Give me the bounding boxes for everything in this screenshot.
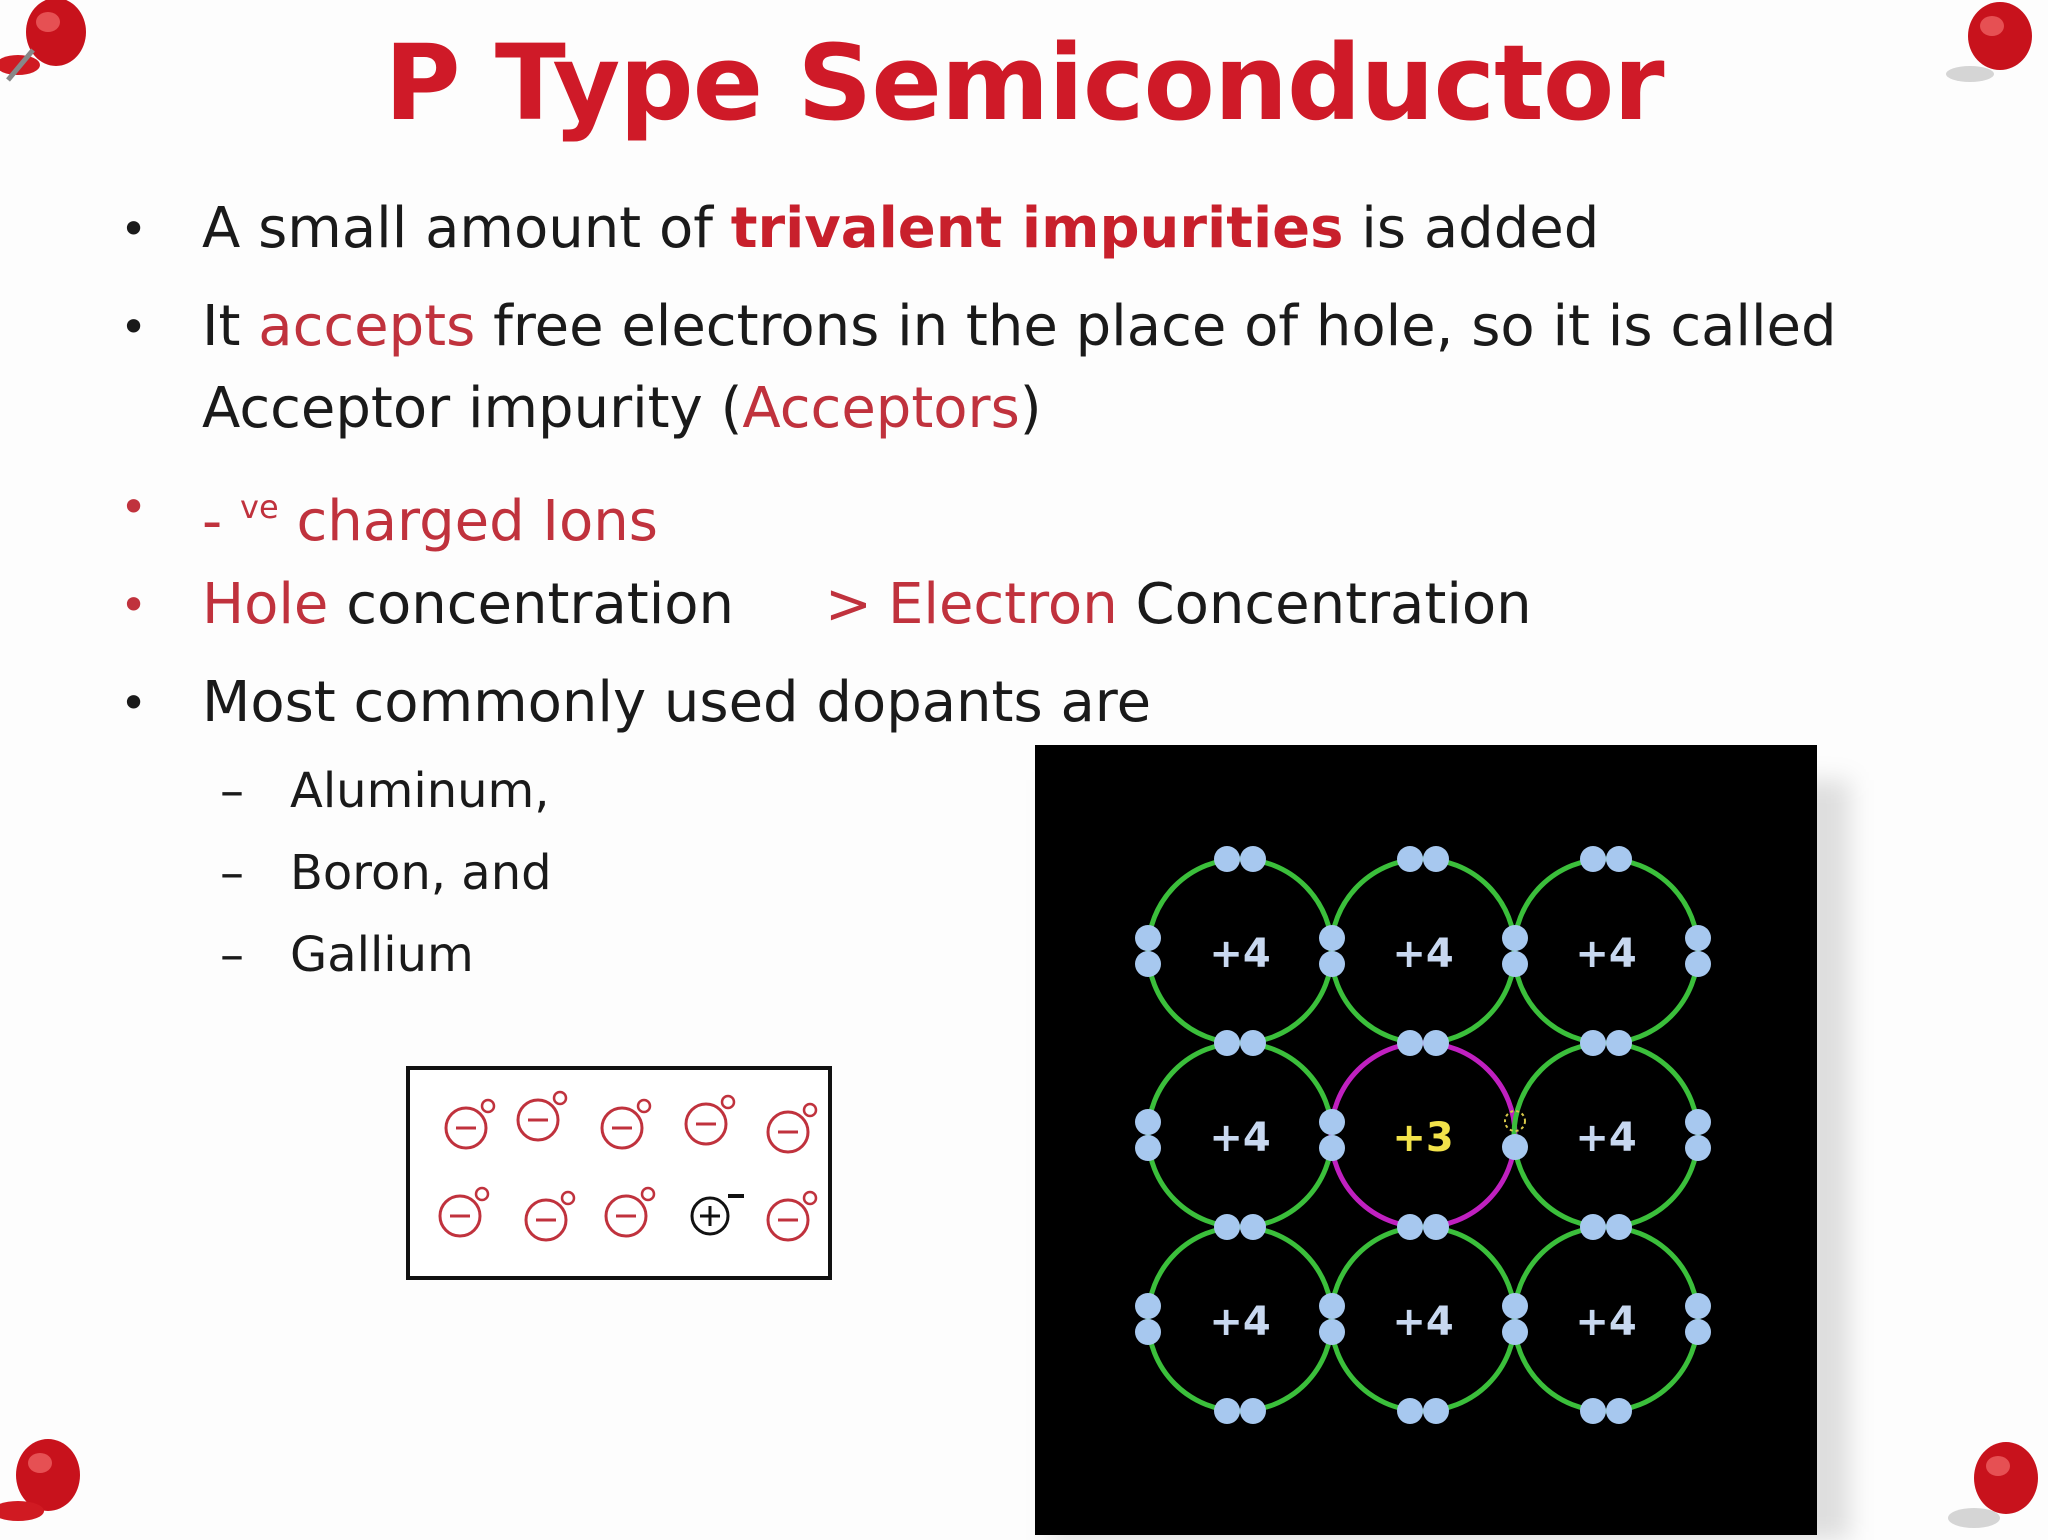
- electron-dot: [1135, 1319, 1161, 1345]
- electron-dot: [1502, 951, 1528, 977]
- electron-dot: [1685, 951, 1711, 977]
- electron-dot: [1135, 1109, 1161, 1135]
- electron-dot: [1319, 1109, 1345, 1135]
- negative-ion: [766, 1102, 818, 1154]
- electron-dot: [1580, 1398, 1606, 1424]
- crystal-lattice-diagram: +4 +4 +4 +4 +3 +4 +4 +4 +4: [1035, 745, 1817, 1535]
- bullet-dot: •: [120, 578, 148, 632]
- negative-ion: [600, 1098, 652, 1150]
- atom-charge-label: +4: [1575, 1299, 1636, 1345]
- electron-dot: [1685, 1135, 1711, 1161]
- electron-dot: [1423, 846, 1449, 872]
- electron-dot: [1685, 1319, 1711, 1345]
- atom-charge-label: +3: [1392, 1115, 1453, 1161]
- electron-dot: [1423, 1214, 1449, 1240]
- atom-charge-label: +4: [1392, 1299, 1453, 1345]
- electron-dot: [1240, 1030, 1266, 1056]
- negative-ion: [438, 1186, 490, 1238]
- bullet-dot: •: [120, 480, 148, 534]
- electron-dot: [1397, 1398, 1423, 1424]
- electron-dot: [1423, 1030, 1449, 1056]
- highlight-acceptors: Acceptors: [742, 376, 1020, 441]
- ion-diagram: [406, 1066, 832, 1280]
- dopant-item: –Gallium: [220, 927, 474, 983]
- pushpin-icon: [0, 1415, 108, 1535]
- atom-charge-label: +4: [1209, 931, 1270, 977]
- electron-dot: [1502, 1319, 1528, 1345]
- atom-charge-label: +4: [1575, 1115, 1636, 1161]
- bullet-dot: •: [120, 300, 148, 354]
- electron-dot: [1580, 846, 1606, 872]
- atom-charge-label: +4: [1575, 931, 1636, 977]
- negative-ion: [516, 1090, 568, 1142]
- bullet-dot: •: [120, 202, 148, 256]
- slide-title: P Type Semiconductor: [384, 22, 1664, 144]
- electron-dot: [1397, 1030, 1423, 1056]
- electron-dot: [1606, 1030, 1632, 1056]
- negative-ion: [444, 1098, 496, 1150]
- highlight-trivalent: trivalent impurities: [730, 196, 1344, 261]
- highlight-accepts: accepts: [258, 294, 476, 359]
- pushpin-icon: [1940, 0, 2048, 106]
- electron-dot: [1135, 1293, 1161, 1319]
- hole-marker: [1504, 1110, 1526, 1132]
- electron-dot: [1240, 846, 1266, 872]
- electron-dot: [1502, 925, 1528, 951]
- electron-dot: [1606, 1214, 1632, 1240]
- electron-dot: [1135, 1135, 1161, 1161]
- electron-dot: [1214, 1398, 1240, 1424]
- electron-dot: [1685, 1109, 1711, 1135]
- electron-dot: [1214, 1214, 1240, 1240]
- positive-ion: [690, 1194, 744, 1236]
- electron-dot: [1240, 1398, 1266, 1424]
- electron-dot: [1580, 1030, 1606, 1056]
- electron-dot: [1214, 846, 1240, 872]
- electron-dot: [1397, 846, 1423, 872]
- electron-dot: [1214, 1030, 1240, 1056]
- electron-dot: [1319, 951, 1345, 977]
- electron-dot: [1319, 1135, 1345, 1161]
- electron-dot: [1397, 1214, 1423, 1240]
- electron-dot: [1580, 1214, 1606, 1240]
- electron-dot: [1685, 925, 1711, 951]
- electron-dot: [1502, 1293, 1528, 1319]
- electron-dot: [1606, 846, 1632, 872]
- electron-dot: [1135, 951, 1161, 977]
- electron-dot: [1319, 1293, 1345, 1319]
- pushpin-icon: [0, 0, 108, 100]
- greater-than-sign: >: [825, 572, 872, 637]
- negative-ion: [766, 1190, 818, 1242]
- atom-charge-label: +4: [1392, 931, 1453, 977]
- electron-dot: [1319, 1319, 1345, 1345]
- electron-dot: [1319, 925, 1345, 951]
- negative-ion: [524, 1190, 576, 1242]
- negative-ion: [684, 1094, 736, 1146]
- electron-dot: [1135, 925, 1161, 951]
- electron-dot: [1240, 1214, 1266, 1240]
- dopant-item: –Boron, and: [220, 845, 552, 901]
- atom-charge-label: +4: [1209, 1115, 1270, 1161]
- atom-charge-label: +4: [1209, 1299, 1270, 1345]
- electron-dot: [1502, 1134, 1528, 1160]
- bullet-dot: •: [120, 676, 148, 730]
- electron-dot: [1685, 1293, 1711, 1319]
- negative-ion: [604, 1186, 656, 1238]
- electron-dot: [1606, 1398, 1632, 1424]
- electron-dot: [1423, 1398, 1449, 1424]
- pushpin-icon: [1940, 1420, 2048, 1540]
- dopant-item: –Aluminum,: [220, 763, 550, 819]
